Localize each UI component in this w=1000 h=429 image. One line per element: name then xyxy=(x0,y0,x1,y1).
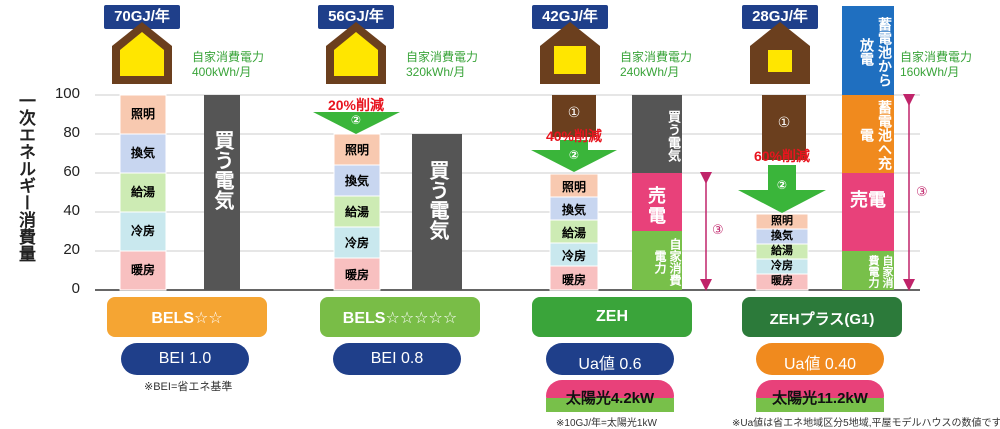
bei-col2: BEI 0.8 xyxy=(370,350,424,367)
reduction-col2: 20%削減 xyxy=(327,97,385,113)
house-icon-2 xyxy=(326,22,386,84)
badge-bels2-bg xyxy=(107,297,267,337)
badge-zeh-plus-bg xyxy=(742,297,902,337)
self-consume-col4: 自家消費電力 xyxy=(867,254,893,288)
ua-col3: Ua値 0.6 xyxy=(578,356,642,373)
stack-col4 xyxy=(738,6,915,291)
tick-60: 60 xyxy=(63,163,80,180)
seg-heat-4: 暖房 xyxy=(771,275,793,287)
seg-water-3: 給湯 xyxy=(561,226,586,240)
stack-col2 xyxy=(313,112,462,291)
seg-vent-4: 換気 xyxy=(771,230,793,242)
house-icon-1 xyxy=(112,22,172,84)
marker-two-col2: ② xyxy=(350,113,362,127)
ua-col4: Ua値 0.40 xyxy=(783,356,857,373)
solar-col3: 太陽光4.2kW xyxy=(565,390,655,407)
marker-two-col3: ② xyxy=(568,148,580,162)
badge-zeh-bg xyxy=(532,297,692,337)
marker-one-col4: ① xyxy=(777,114,791,130)
marker-two-col4: ② xyxy=(776,178,788,192)
seg-cool-3: 冷房 xyxy=(561,249,586,263)
seg-light-3: 照明 xyxy=(561,180,586,194)
seg-vent-1: 換気 xyxy=(130,146,155,160)
seg-light-2: 照明 xyxy=(344,143,369,157)
self-consume-col3: 自家消費電力 xyxy=(653,238,682,286)
sell-col3: 売電 xyxy=(648,186,666,226)
seg-water-4: 給湯 xyxy=(771,245,793,257)
seg-cool-1: 冷房 xyxy=(130,224,155,238)
seg-light-4: 照明 xyxy=(771,215,793,227)
seg-water-2: 給湯 xyxy=(344,205,369,219)
tick-20: 20 xyxy=(63,241,80,258)
tick-100: 100 xyxy=(54,85,80,102)
tick-80: 80 xyxy=(63,124,80,141)
seg-water-1: 給湯 xyxy=(130,185,155,199)
badge-bels5-bg xyxy=(320,297,480,337)
bought-col3: 買う電気 xyxy=(666,110,681,162)
seg-heat-3: 暖房 xyxy=(561,273,586,287)
note-bei: ※BEI=省エネ基準 xyxy=(144,381,233,393)
marker-three-col3: ③ xyxy=(712,222,724,237)
seg-cool-4: 冷房 xyxy=(771,260,793,272)
bei-col1: BEI 1.0 xyxy=(158,350,212,367)
stack-col1 xyxy=(119,94,240,291)
bought-col1: 買う電気 xyxy=(211,130,233,210)
badge-bels2: BELS☆☆ xyxy=(151,310,223,327)
charge-col4: 蓄電池へ充電 xyxy=(859,100,893,170)
seg-heat-1: 暖房 xyxy=(130,263,155,277)
discharge-col4: 蓄電池から放電 xyxy=(859,17,893,87)
tick-40: 40 xyxy=(63,202,80,219)
energy-label-zeh-plus: 28GJ/年 xyxy=(742,5,818,29)
reduction-col4: 60%削減 xyxy=(753,148,811,164)
house-icon-3 xyxy=(540,22,600,84)
sell-col4: 売電 xyxy=(850,190,886,210)
bought-col2: 買う電気 xyxy=(426,160,448,240)
solar-col4: 太陽光11.2kW xyxy=(772,390,868,407)
seg-cool-2: 冷房 xyxy=(344,236,369,250)
seg-light-1: 照明 xyxy=(130,107,155,121)
badge-zeh: ZEH xyxy=(596,308,628,325)
badge-bels5: BELS☆☆☆☆☆ xyxy=(342,310,458,327)
note-solar: ※10GJ/年=太陽光1kW xyxy=(556,418,657,429)
reduction-col3: 40%削減 xyxy=(545,128,603,144)
marker-three-col4: ③ xyxy=(916,184,928,199)
seg-vent-3: 換気 xyxy=(561,203,586,217)
stack-col3 xyxy=(531,95,712,291)
house-icon-4 xyxy=(750,22,810,84)
marker-one-col3: ① xyxy=(567,104,581,120)
note-ua: ※Ua値は省エネ地域区分5地域,平屋モデルハウスの数値です xyxy=(732,418,1000,429)
y-axis-label: 一次エネルギー消費量 xyxy=(16,92,35,262)
seg-vent-2: 換気 xyxy=(344,174,369,188)
seg-heat-2: 暖房 xyxy=(344,268,369,282)
badge-zeh-plus: ZEHプラス(G1) xyxy=(769,311,875,328)
tick-0: 0 xyxy=(71,280,80,297)
